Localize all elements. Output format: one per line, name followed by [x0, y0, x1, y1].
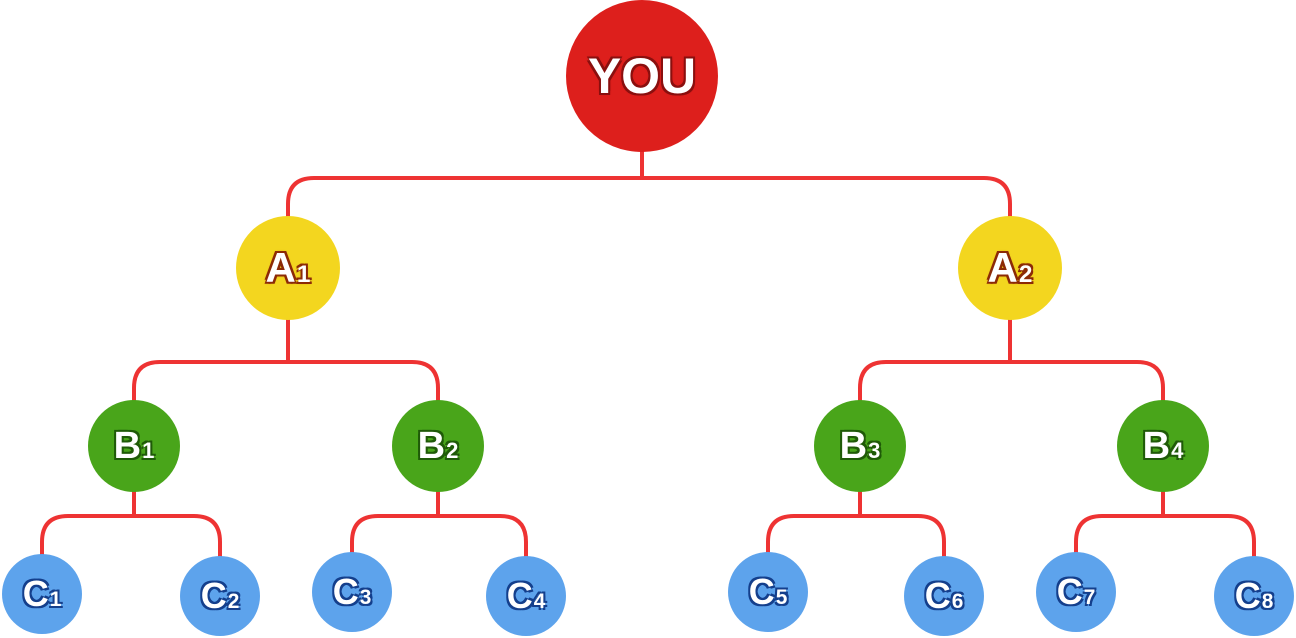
node-b1-subscript: 1 — [142, 437, 155, 463]
node-c7-subscript: 7 — [1083, 586, 1096, 609]
node-c7-letter: C — [1056, 571, 1083, 612]
node-b2-letter: B — [417, 424, 446, 467]
node-c2-letter: C — [200, 575, 227, 616]
node-c4-subscript: 4 — [533, 590, 546, 613]
node-c1-letter: C — [22, 573, 49, 614]
connector-b3-to-c — [766, 486, 946, 562]
node-a2-letter: A — [987, 244, 1018, 291]
connector-b1-to-c — [40, 486, 222, 562]
node-c6-subscript: 6 — [951, 590, 964, 613]
node-c4-letter: C — [506, 575, 533, 616]
connector-b4-to-c — [1074, 486, 1256, 562]
node-b4-letter: B — [1142, 424, 1171, 467]
node-c5-subscript: 5 — [775, 586, 788, 609]
node-c3-letter: C — [332, 571, 359, 612]
node-a2-subscript: 2 — [1018, 261, 1033, 288]
node-c8-letter: C — [1234, 575, 1261, 616]
node-a1-subscript: 1 — [296, 261, 311, 288]
node-b3-letter: B — [839, 424, 868, 467]
node-c2-subscript: 2 — [227, 590, 240, 613]
node-c6-letter: C — [924, 575, 951, 616]
connector-b2-to-c — [350, 486, 528, 562]
node-c3-subscript: 3 — [359, 586, 372, 609]
node-c8-subscript: 8 — [1261, 590, 1274, 613]
node-b3-subscript: 3 — [868, 437, 881, 463]
connector-a1-to-b — [132, 314, 440, 406]
node-b2-subscript: 2 — [446, 437, 459, 463]
node-c1-subscript: 1 — [49, 588, 62, 611]
node-you-label: YOU — [587, 48, 697, 104]
node-c5-letter: C — [748, 571, 775, 612]
node-b4-subscript: 4 — [1171, 437, 1184, 463]
connector-a2-to-b — [858, 314, 1165, 406]
node-a1-letter: A — [265, 244, 296, 291]
connector-you-to-a — [286, 146, 1012, 222]
node-b1-letter: B — [113, 424, 142, 467]
node-you: YOU — [566, 0, 718, 152]
